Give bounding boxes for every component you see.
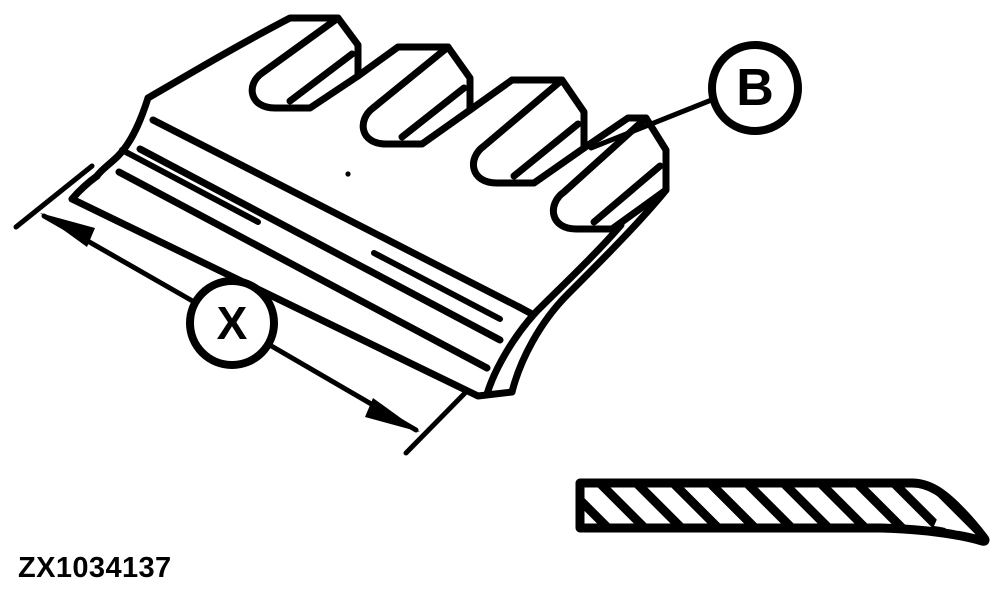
- slot-1: [248, 14, 362, 112]
- slot-2: [359, 43, 474, 148]
- extension-line-left: [13, 163, 95, 230]
- slot-3: [470, 76, 588, 187]
- plate-front-lower-edge: [68, 195, 516, 400]
- isometric-plate-view: [68, 14, 670, 400]
- plate-right-curve-inner: [483, 221, 625, 398]
- callout-b[interactable]: B: [708, 41, 802, 135]
- plate-edge-slot1-slot2: [354, 43, 452, 80]
- plate-left-corner: [93, 94, 152, 180]
- plate-rib-line-upper: [119, 147, 261, 225]
- slot-4-inner-edge: [590, 162, 664, 226]
- section-view: [575, 478, 990, 546]
- extension-line-right: [403, 389, 469, 456]
- callout-x[interactable]: X: [186, 277, 278, 369]
- leader-line-b: [588, 96, 717, 151]
- callout-b-label: B: [736, 59, 774, 117]
- callout-x-circle: [186, 277, 278, 369]
- plate-curve-vertex: [515, 303, 536, 318]
- plate-edge-slot3-slot4: [580, 114, 650, 152]
- surface-dot-marker: [345, 171, 351, 177]
- plate-bend-line-3: [115, 168, 491, 372]
- slot-1-inner-edge: [286, 50, 356, 105]
- slot-3-inner-edge: [510, 120, 582, 180]
- plate-top-edge: [144, 14, 342, 102]
- section-profile: [575, 478, 990, 546]
- dimension-arrowhead-right: [365, 398, 420, 432]
- plate-edge-slot2-slot3: [466, 76, 566, 114]
- plate-rib-line-mid: [371, 250, 503, 322]
- plate-right-curve-outer: [508, 186, 670, 396]
- section-tip-void: [934, 517, 958, 531]
- callout-b-circle: [708, 41, 802, 135]
- dimension-arrowhead-left: [40, 213, 95, 247]
- slot-4: [549, 114, 670, 233]
- callout-x-label: X: [217, 297, 248, 349]
- slot-2-inner-edge: [398, 84, 468, 141]
- plate-bend-line-1: [149, 116, 523, 311]
- plate-bend-line-2: [136, 145, 504, 344]
- figure-caption: ZX1034137: [18, 552, 172, 584]
